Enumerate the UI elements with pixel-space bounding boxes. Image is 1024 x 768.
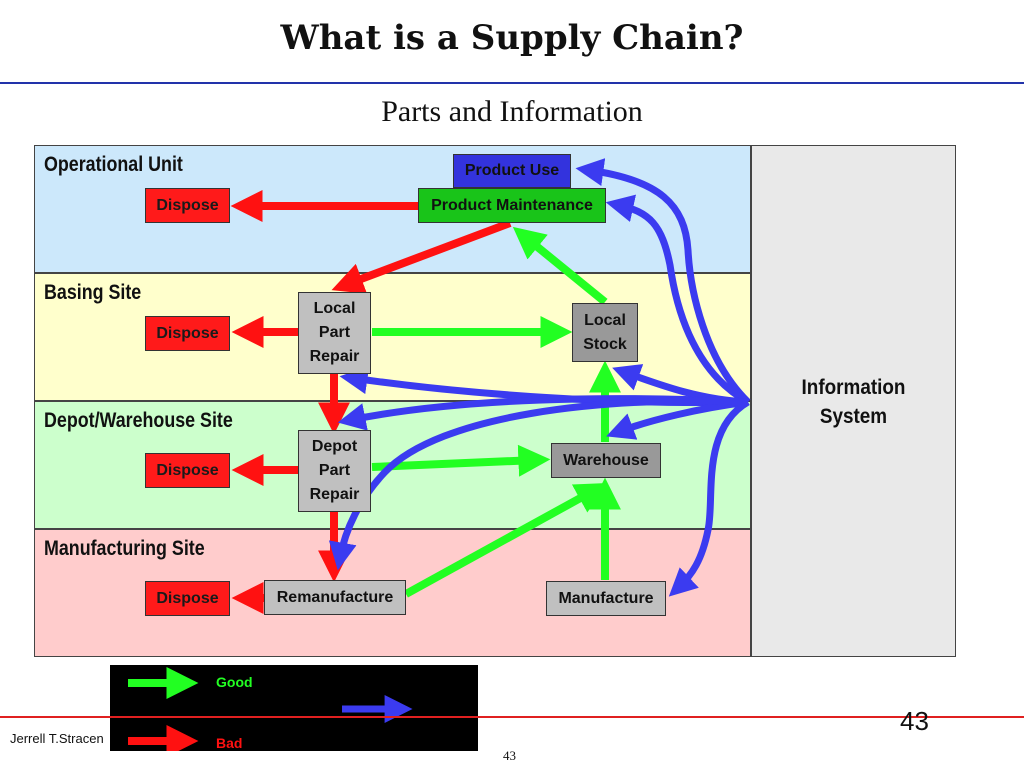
basing-site-band: Basing Site [34,273,751,401]
warehouse-box: Warehouse [551,443,661,478]
basing-site-label: Basing Site [44,281,142,304]
page-number: 43 [900,706,929,736]
product-use-box: Product Use [453,154,571,188]
local-part-repair-box: Local Part Repair [298,292,371,374]
local-stock-box: Local Stock [572,303,638,362]
title-divider [0,82,1024,84]
dispose-operational-box: Dispose [145,188,230,223]
legend-good-label: Good [216,674,253,690]
information-system-panel [751,145,956,657]
legend-bad-label: Bad [216,735,243,751]
operational-unit-label: Operational Unit [44,153,183,176]
manufacture-box: Manufacture [546,581,666,616]
operational-unit-band: Operational Unit [34,145,751,273]
legend-arrows [128,667,413,751]
slide-subtitle: Parts and Information [381,95,643,128]
dispose-basing-box: Dispose [145,316,230,351]
legend: Good Bad [110,665,478,751]
page-number-small: 43 [503,748,516,763]
manufacturing-site-label: Manufacturing Site [44,537,205,560]
depot-part-repair-box: Depot Part Repair [298,430,371,512]
dispose-manufacturing-box: Dispose [145,581,230,616]
product-maintenance-box: Product Maintenance [418,188,606,223]
remanufacture-box: Remanufacture [264,580,406,615]
slide-title: What is a Supply Chain? [280,18,744,58]
footer-divider [0,716,1024,718]
depot-warehouse-label: Depot/Warehouse Site [44,409,233,432]
author-name: Jerrell T.Stracen [10,731,104,746]
information-system-label: Information System [801,376,906,428]
dispose-depot-box: Dispose [145,453,230,488]
